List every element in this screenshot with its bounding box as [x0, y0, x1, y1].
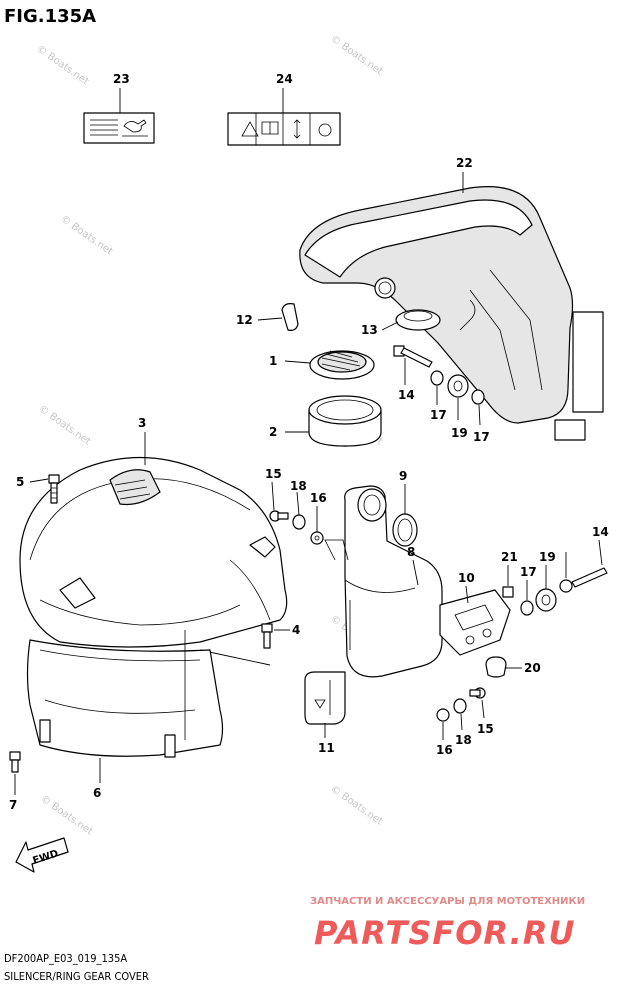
part-17-collar-upper-right[interactable]: [471, 389, 485, 405]
callout-16-upper: 16: [310, 491, 327, 505]
callout-3: 3: [138, 416, 146, 430]
callout-7: 7: [9, 798, 17, 812]
callout-14-upper: 14: [398, 388, 415, 402]
callout-11: 11: [318, 741, 335, 755]
part-21-nut[interactable]: [502, 586, 514, 598]
callout-17-right: 17: [520, 565, 537, 579]
part-24-warning-decal[interactable]: [227, 112, 341, 146]
callout-9: 9: [399, 469, 407, 483]
callout-4: 4: [292, 623, 300, 637]
up-down-arrow-icon: [293, 119, 301, 139]
callout-21: 21: [501, 550, 518, 564]
part-13-seal[interactable]: [395, 309, 441, 331]
part-19-grommet-right[interactable]: [535, 588, 557, 612]
part-16-washer-lower[interactable]: [436, 708, 450, 722]
part-4-bolt[interactable]: [261, 623, 273, 649]
callout-13: 13: [361, 323, 378, 337]
figure-caption: SILENCER/RING GEAR COVER: [4, 970, 149, 983]
part-6-lower-cover[interactable]: [26, 630, 224, 758]
part-5-bolt[interactable]: [48, 474, 60, 504]
callout-18-upper: 18: [290, 479, 307, 493]
watermark: © Boats.net: [328, 783, 384, 827]
part-11-bracket[interactable]: [304, 539, 349, 725]
callout-15-upper: 15: [265, 467, 282, 481]
callout-14-right: 14: [592, 525, 609, 539]
callout-20: 20: [524, 661, 541, 675]
callout-19-upper: 19: [451, 426, 468, 440]
figure-title: FIG.135A: [4, 6, 96, 27]
callout-5: 5: [16, 475, 24, 489]
part-19-grommet-upper[interactable]: [447, 374, 469, 398]
part-8-silencer[interactable]: [344, 485, 443, 678]
part-7-bolt[interactable]: [9, 751, 21, 773]
part-14-bolt-right[interactable]: [559, 567, 608, 593]
part-20-clip[interactable]: [485, 656, 507, 678]
part-17-collar-upper[interactable]: [430, 370, 444, 386]
watermark: © Boats.net: [36, 403, 92, 447]
callout-12: 12: [236, 313, 253, 327]
callout-15-lower: 15: [477, 722, 494, 736]
part-14-bolt-upper[interactable]: [393, 345, 433, 368]
figure-model-code: DF200AP_E03_019_135A: [4, 952, 127, 965]
part-23-label-decal[interactable]: [83, 112, 155, 144]
promo-tagline: ЗАПЧАСТИ И АКСЕССУАРЫ ДЛЯ МОТОТЕХНИКИ: [310, 896, 585, 907]
callout-8: 8: [407, 545, 415, 559]
watermark: © Boats.net: [38, 793, 94, 837]
part-15-bolt-lower[interactable]: [469, 687, 486, 699]
watermark: © Boats.net: [34, 43, 90, 87]
promo-brand: PARTSFOR.RU: [314, 914, 575, 952]
part-18-collar-lower[interactable]: [453, 698, 467, 714]
part-18-collar-upper[interactable]: [292, 514, 306, 530]
callout-16-lower: 16: [436, 743, 453, 757]
callout-22: 22: [456, 156, 473, 170]
callout-10: 10: [458, 571, 475, 585]
part-15-bolt-upper[interactable]: [269, 510, 289, 522]
part-16-washer-upper[interactable]: [310, 531, 324, 545]
part-3-ring-gear-cover[interactable]: [19, 456, 288, 648]
watermark: © Boats.net: [328, 33, 384, 77]
callout-2: 2: [269, 425, 277, 439]
warning-triangle-icon: [241, 121, 259, 137]
callout-24: 24: [276, 72, 293, 86]
callout-18-lower: 18: [455, 733, 472, 747]
callout-17-upper: 17: [430, 408, 447, 422]
part-9-seal[interactable]: [392, 513, 418, 547]
callout-1: 1: [269, 354, 277, 368]
part-17-collar-right-lower[interactable]: [520, 600, 534, 616]
callout-23: 23: [113, 72, 130, 86]
part-22-silencer-case[interactable]: [299, 186, 604, 441]
gear-icon: [318, 123, 332, 137]
part-12-grommet[interactable]: [281, 303, 299, 331]
part-2-ring[interactable]: [308, 395, 382, 447]
callout-19-right: 19: [539, 550, 556, 564]
part-10-bracket[interactable]: [439, 589, 511, 656]
manual-book-icon: [261, 121, 279, 135]
watermark: © Boats.net: [58, 213, 114, 257]
fwd-arrow-icon: FWD: [15, 837, 69, 873]
callout-6: 6: [93, 786, 101, 800]
callout-17-upper-right: 17: [473, 430, 490, 444]
part-1-screen-filter[interactable]: [309, 350, 375, 380]
